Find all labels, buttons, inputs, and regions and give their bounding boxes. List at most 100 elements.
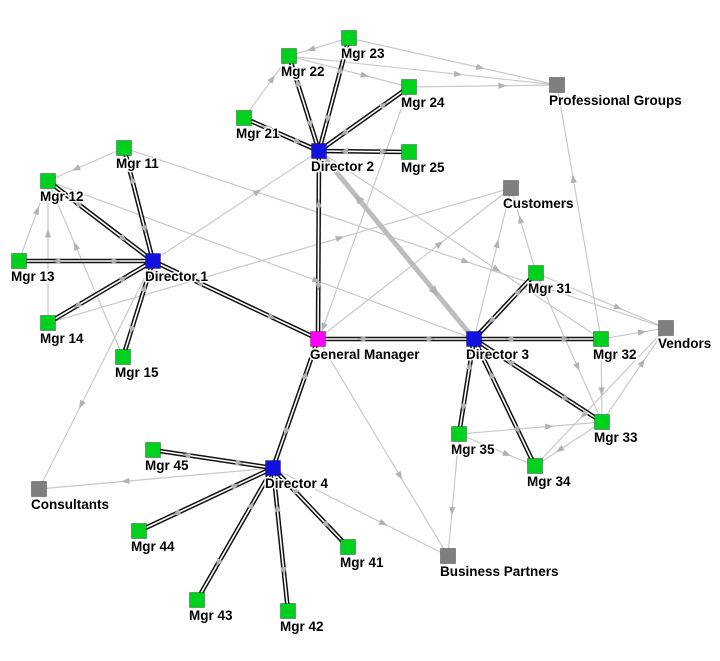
edge-m24-pg [408, 84, 558, 88]
node-customers[interactable] [503, 180, 519, 196]
node-professional-groups[interactable] [549, 77, 565, 93]
edge-gm-cust-arrow [434, 241, 444, 249]
node-mgr-12[interactable] [40, 173, 56, 189]
node-label-mgr-31: Mgr 31 [528, 281, 572, 296]
node-label-director-2: Director 2 [311, 159, 374, 174]
node-label-mgr-25: Mgr 25 [401, 160, 445, 175]
edge-vend-m34 [534, 327, 667, 467]
edge-d1-m13-arrow-back [111, 257, 120, 265]
edge-d2-m25-core [318, 150, 410, 153]
edge-d2-m24-arrow-fwd [378, 102, 388, 110]
edge-m22-m24-arrow [360, 71, 369, 78]
edge-gm-bp-arrow [395, 470, 403, 480]
edge-d4-m45-arrow-back [235, 459, 244, 466]
edge-d3-m31-arrow-back [488, 315, 497, 324]
edge-d4-m45-core [152, 449, 274, 469]
node-mgr-24[interactable] [401, 79, 417, 95]
node-mgr-32[interactable] [593, 331, 609, 347]
arrowheads-layer [33, 45, 647, 576]
edge-m22-pg [288, 55, 558, 86]
node-director-2[interactable] [311, 143, 327, 159]
edge-m14-cust [47, 187, 512, 324]
edge-d4-m41-arrow-back [290, 486, 299, 496]
node-mgr-23[interactable] [341, 30, 357, 46]
edge-d1-m15-arrow-fwd [129, 325, 136, 335]
edge-d1-d2 [152, 150, 320, 262]
edge-gm-d4-core [272, 338, 319, 469]
node-label-vendors: Vendors [658, 336, 711, 351]
edge-d4-m42-core [272, 467, 289, 612]
edge-d1-m11-core [123, 147, 154, 262]
edge-d4-m43-arrow-back [247, 501, 254, 510]
edge-gm-d2-arrow-back [315, 282, 322, 291]
edge-d1-m13-arrow-fwd [52, 257, 61, 265]
edge-d4-m45-arrow-fwd [182, 452, 191, 459]
node-mgr-14[interactable] [40, 315, 56, 331]
edge-gm-d3-arrow-fwd [426, 335, 435, 343]
edge-gm-bp [317, 338, 449, 557]
edge-d3-m34-arrow-fwd [513, 425, 520, 435]
node-director-4[interactable] [265, 460, 281, 476]
node-mgr-22[interactable] [281, 48, 297, 64]
node-consultants[interactable] [31, 481, 47, 497]
node-director-1[interactable] [145, 253, 161, 269]
node-mgr-42[interactable] [280, 603, 296, 619]
edge-m11-m12 [47, 147, 125, 182]
edge-m23-pg-arrow [475, 63, 485, 70]
nodes-layer [11, 30, 674, 619]
node-label-mgr-21: Mgr 21 [236, 126, 280, 141]
edge-d4-cons-arrow [121, 477, 130, 485]
edge-m33-m34-arrow [556, 444, 565, 453]
edge-d1-m15-core [122, 260, 154, 358]
edge-d2-m23-arrow-back [325, 114, 332, 124]
edge-m14-cust-arrow [335, 235, 345, 243]
edge-d2-m25-arrow-back [339, 148, 349, 155]
node-general-manager[interactable] [310, 331, 326, 347]
edge-d3-cust [473, 187, 512, 340]
node-mgr-34[interactable] [527, 458, 543, 474]
node-mgr-25[interactable] [401, 144, 417, 160]
edge-m35-bp [447, 433, 460, 557]
edge-m31-cust-arrow [518, 215, 525, 225]
strong-tie-layer [317, 149, 476, 341]
node-mgr-13[interactable] [11, 253, 27, 269]
node-mgr-33[interactable] [594, 414, 610, 430]
edge-gm-d1-core [152, 260, 319, 340]
node-mgr-41[interactable] [340, 539, 356, 555]
node-label-mgr-44: Mgr 44 [131, 539, 175, 554]
edge-m35-bp-arrow [449, 506, 456, 516]
edge-d4-bp [272, 467, 449, 557]
node-label-mgr-15: Mgr 15 [115, 365, 159, 380]
edge-d4-m41-core [272, 467, 349, 548]
edge-d3-m32-arrow-back [505, 335, 514, 343]
node-mgr-43[interactable] [189, 592, 205, 608]
edge-d4-m42-arrow-fwd [280, 566, 287, 576]
node-label-mgr-13: Mgr 13 [11, 269, 55, 284]
edge-d2-d3 [317, 149, 476, 341]
edge-d3-m35-arrow-back [466, 361, 473, 370]
edge-d1-m12-arrow-fwd [73, 200, 83, 209]
node-business-partners[interactable] [440, 548, 456, 564]
edge-m31-cust [510, 187, 537, 274]
edge-d2-m32 [318, 150, 602, 340]
node-mgr-15[interactable] [115, 349, 131, 365]
edge-m35-m34-arrow [502, 449, 512, 456]
node-mgr-11[interactable] [116, 140, 132, 156]
node-director-3[interactable] [466, 331, 482, 347]
node-label-mgr-43: Mgr 43 [189, 608, 233, 623]
node-vendors[interactable] [658, 320, 674, 336]
node-mgr-31[interactable] [528, 265, 544, 281]
edge-d3-m33-arrow-back [506, 359, 515, 367]
node-mgr-44[interactable] [131, 523, 147, 539]
edge-d1-d2-arrow [252, 189, 262, 197]
node-mgr-45[interactable] [145, 442, 161, 458]
node-mgr-35[interactable] [451, 426, 467, 442]
edge-m31-m33-arrow [573, 362, 580, 371]
node-mgr-21[interactable] [236, 110, 252, 126]
edge-d3-cust-arrow [493, 239, 500, 249]
node-label-director-3: Director 3 [466, 347, 530, 362]
edge-m35-m33 [458, 421, 603, 435]
edge-m21-m22-arrow [267, 75, 275, 84]
